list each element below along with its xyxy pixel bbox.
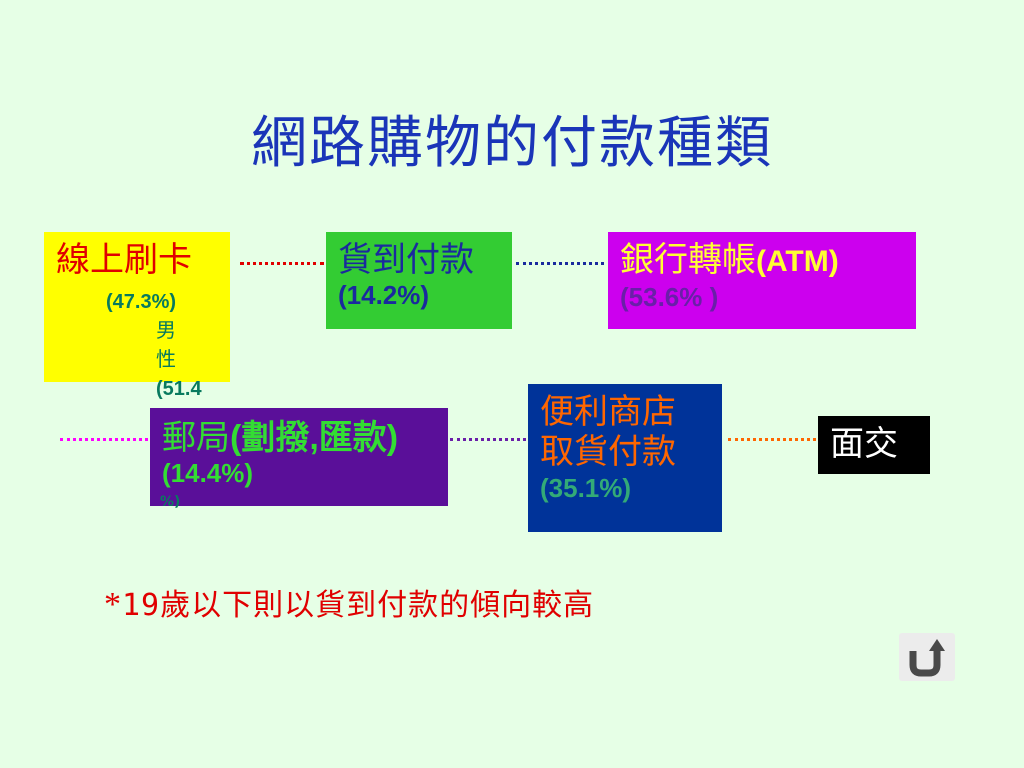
box-label: 貨到付款 bbox=[338, 240, 474, 280]
connector-store-face bbox=[728, 438, 816, 441]
page-title: 網路購物的付款種類 bbox=[251, 111, 773, 176]
payment-box-post-office: 郵局(劃撥,匯款) (14.4%) bbox=[150, 408, 448, 506]
connector-post-store bbox=[450, 438, 526, 441]
box-label: 銀行轉帳(ATM) bbox=[620, 240, 916, 282]
box-label: 郵局(劃撥,匯款) bbox=[162, 418, 448, 458]
footnote-text: 19歲以下則以貨到付款的傾向較高 bbox=[122, 588, 595, 623]
connector-card-cod bbox=[240, 262, 324, 265]
box-percent: (53.6% ) bbox=[620, 282, 719, 312]
box-label-cjk: 銀行轉帳 bbox=[620, 240, 756, 280]
payment-box-face-to-face: 面交 bbox=[818, 416, 930, 474]
box-percent: (35.1%) bbox=[540, 473, 632, 503]
card-female-percent: (51.4 bbox=[156, 378, 202, 400]
payment-box-cash-on-delivery: 貨到付款 (14.2%) bbox=[326, 232, 512, 329]
payment-box-atm-transfer: 銀行轉帳(ATM) (53.6% ) bbox=[608, 232, 916, 329]
connector-cod-atm bbox=[516, 262, 604, 265]
box-label-cjk: 郵局 bbox=[162, 418, 230, 458]
payment-box-convenience-store: 便利商店 取貨付款 (35.1%) bbox=[528, 384, 722, 532]
return-arrow-icon bbox=[909, 639, 945, 677]
card-male-label: 男性 bbox=[156, 320, 176, 371]
box-label: 面交 bbox=[830, 424, 898, 464]
box-label-latin: (ATM) bbox=[756, 245, 839, 278]
box-label: 線上刷卡 bbox=[56, 240, 192, 280]
return-button[interactable] bbox=[899, 633, 955, 681]
card-percent: (47.3%) bbox=[106, 291, 177, 313]
box-percent: (14.4%) bbox=[162, 458, 254, 488]
box-label-latin: (劃撥,匯款) bbox=[230, 419, 399, 457]
footnote: *19歲以下則以貨到付款的傾向較高 bbox=[104, 580, 594, 624]
overflow-text: %) bbox=[160, 494, 181, 510]
payment-box-online-card: 線上刷卡 bbox=[44, 232, 230, 382]
footnote-star: * bbox=[104, 586, 122, 623]
box-label-line1: 便利商店 bbox=[540, 392, 676, 432]
box-label-line2: 取貨付款 bbox=[540, 432, 676, 472]
connector-left-post bbox=[60, 438, 148, 441]
box-percent: (14.2%) bbox=[338, 280, 430, 310]
